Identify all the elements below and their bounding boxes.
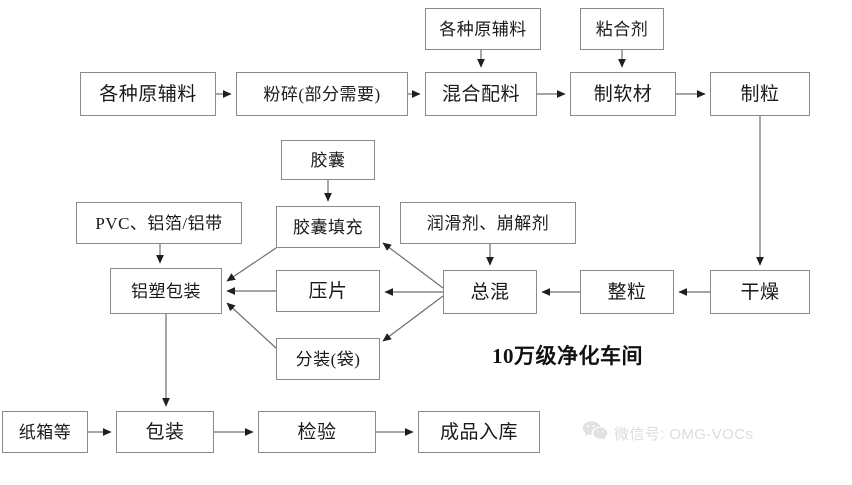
node-bag-filling[interactable]: 分装(袋) [276, 338, 380, 380]
node-tableting[interactable]: 压片 [276, 270, 380, 312]
edge-capfill-alupack [226, 247, 277, 282]
node-total-mixing[interactable]: 总混 [443, 270, 537, 314]
node-soft-material[interactable]: 制软材 [570, 72, 676, 116]
node-crushing[interactable]: 粉碎(部分需要) [236, 72, 408, 116]
node-carton[interactable]: 纸箱等 [2, 411, 88, 453]
node-alu-plastic-packaging[interactable]: 铝塑包装 [110, 268, 222, 314]
node-lubricant-disintegrant[interactable]: 润滑剂、崩解剂 [400, 202, 576, 244]
node-capsule-filling[interactable]: 胶囊填充 [276, 206, 380, 248]
node-binder[interactable]: 粘合剂 [580, 8, 664, 50]
node-granulation[interactable]: 制粒 [710, 72, 810, 116]
node-raw-materials-1[interactable]: 各种原辅料 [80, 72, 216, 116]
node-drying[interactable]: 干燥 [710, 270, 810, 314]
node-sizing[interactable]: 整粒 [580, 270, 674, 314]
edge-totalmix-capfill [382, 242, 444, 289]
wechat-watermark-text: 微信号: OMG-VOCs [614, 425, 754, 443]
node-inspection[interactable]: 检验 [258, 411, 376, 453]
clean-room-caption: 10万级净化车间 [492, 344, 643, 368]
edge-bagfill-alupack [226, 302, 277, 349]
node-packaging[interactable]: 包装 [116, 411, 214, 453]
node-capsule[interactable]: 胶囊 [281, 140, 375, 180]
node-finished-goods-warehouse[interactable]: 成品入库 [418, 411, 540, 453]
node-pvc-aluminium-foil[interactable]: PVC、铝箔/铝带 [76, 202, 242, 244]
node-raw-materials-2[interactable]: 各种原辅料 [425, 8, 541, 50]
wechat-icon [582, 420, 608, 446]
wechat-watermark: 微信号: OMG-VOCs [582, 420, 753, 446]
edge-totalmix-bagfill [382, 295, 444, 342]
node-mixing-ingredients[interactable]: 混合配料 [425, 72, 537, 116]
